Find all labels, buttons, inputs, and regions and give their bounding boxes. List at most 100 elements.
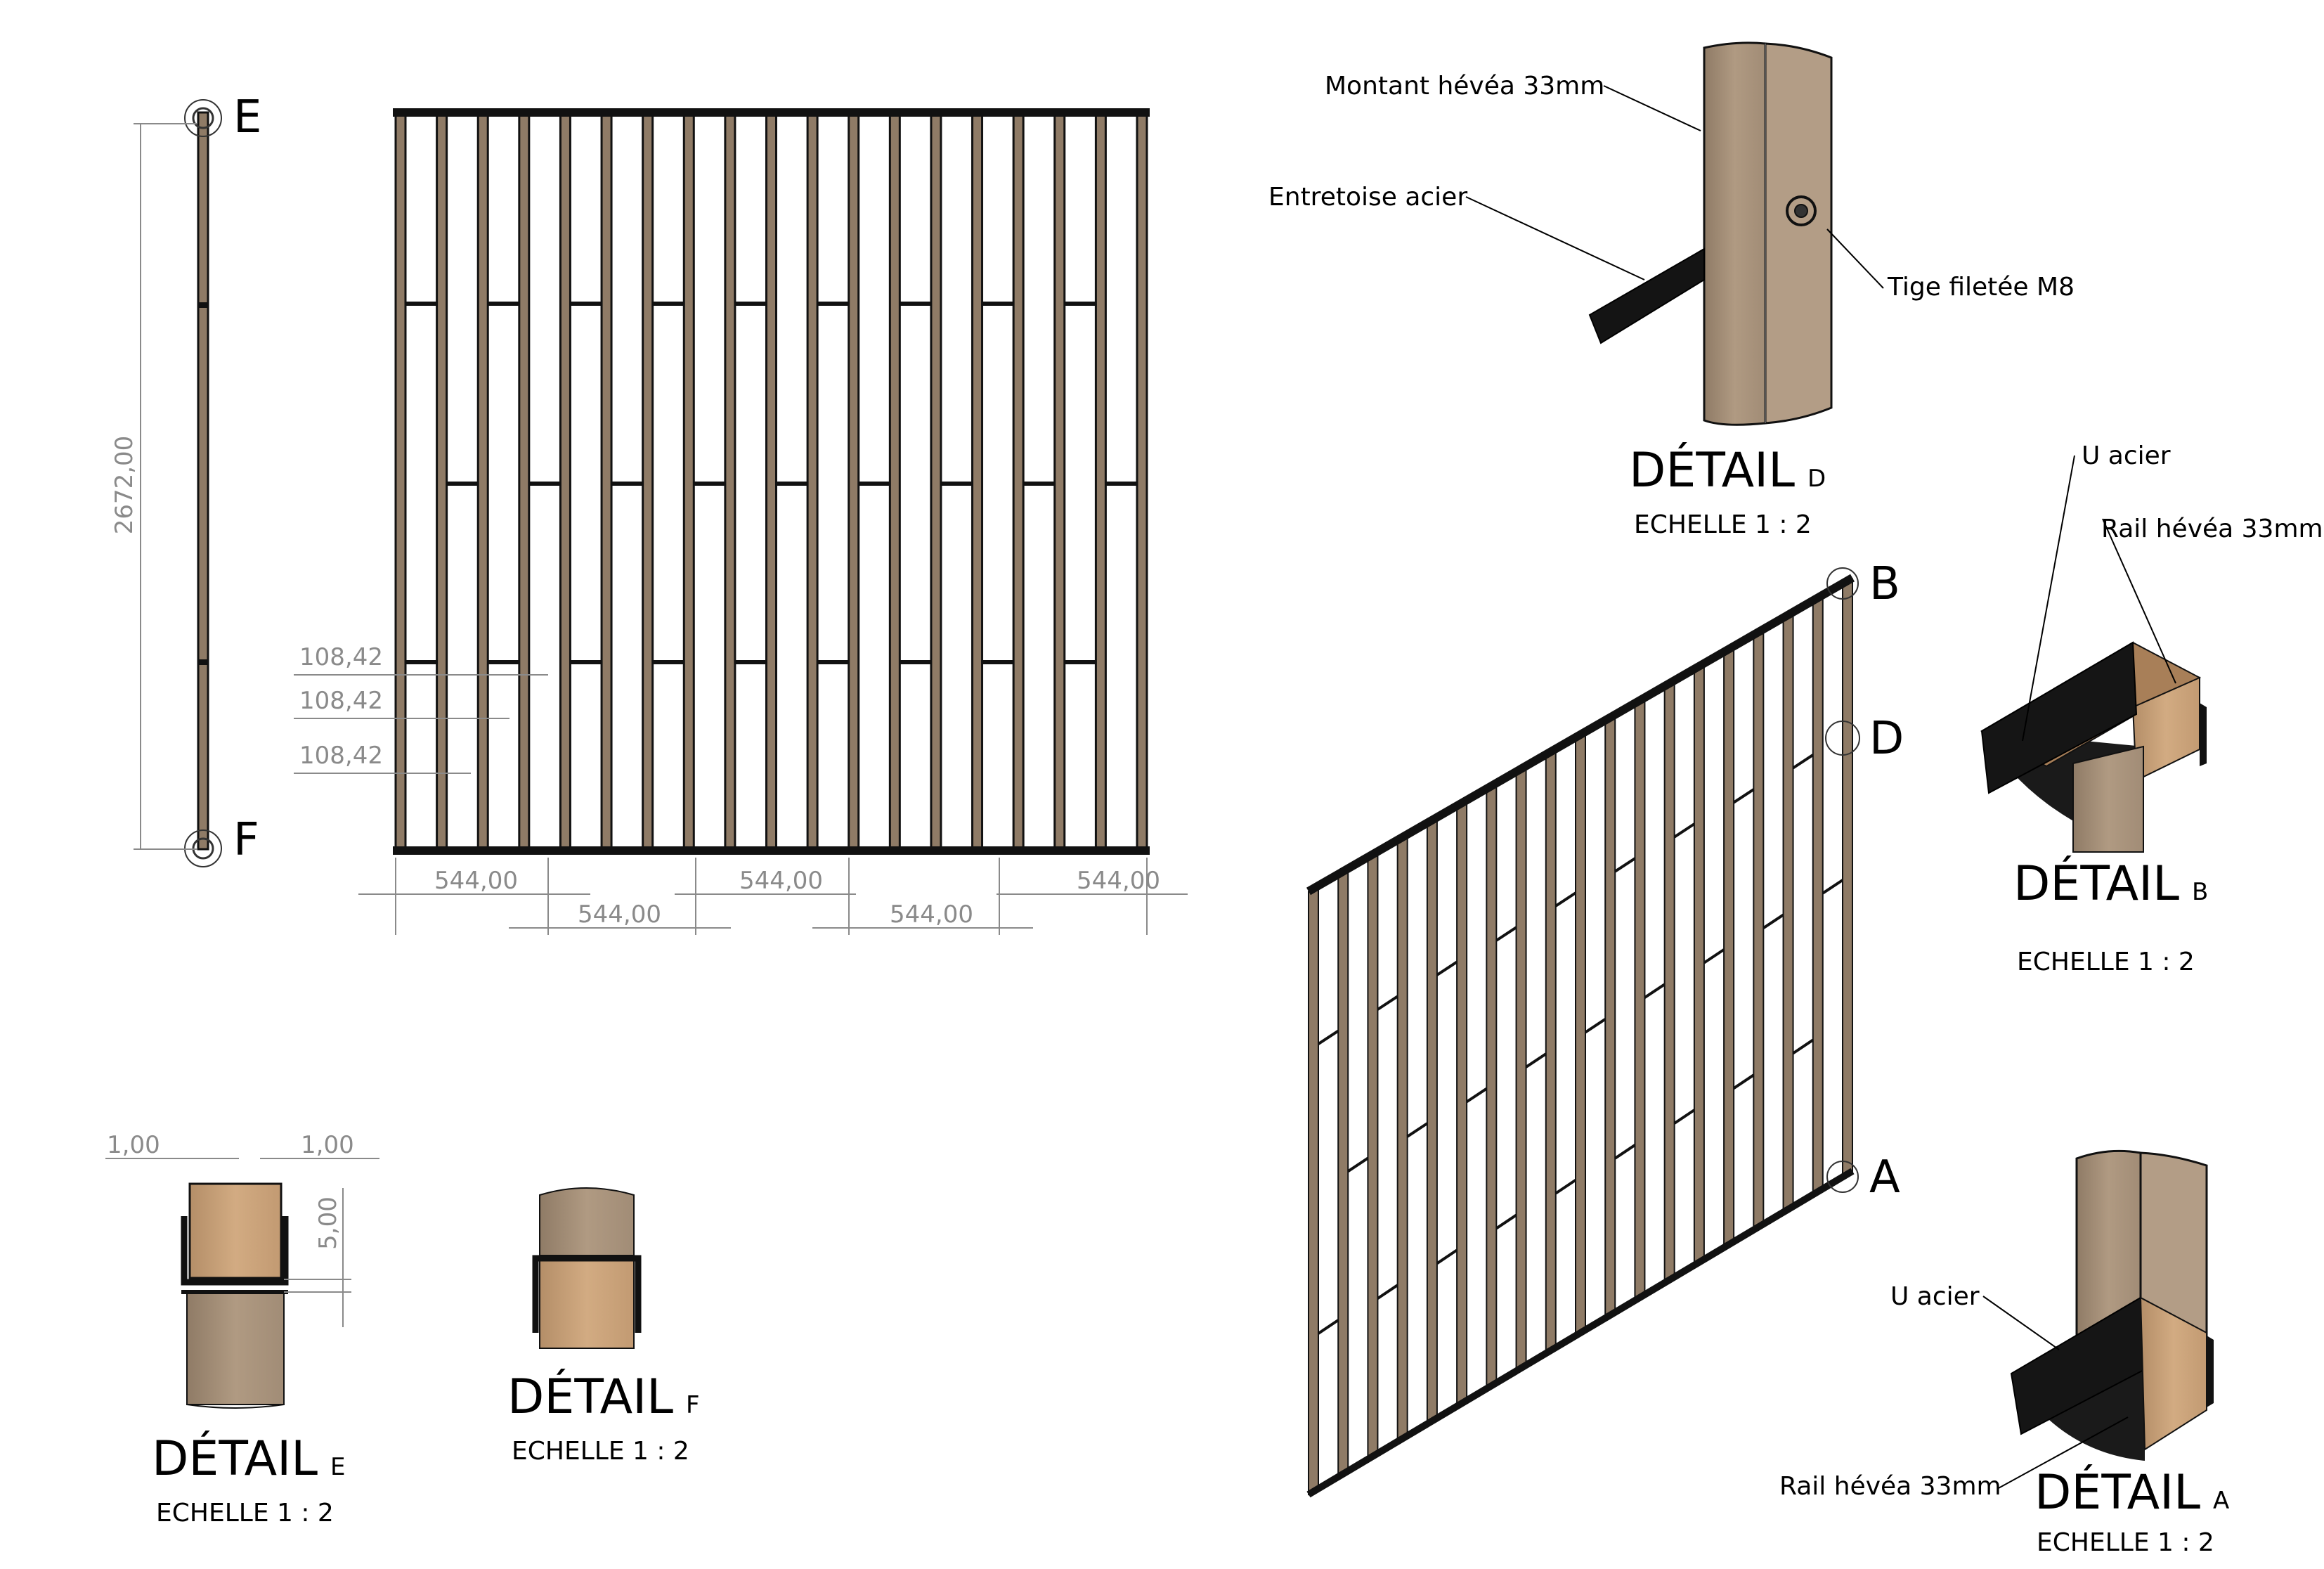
front-post: [642, 111, 654, 852]
detail-e-post-bottom: [186, 1404, 285, 1409]
iso-post: [1545, 749, 1557, 1355]
iso-post: [1693, 664, 1705, 1267]
front-bottom-dim: 544,00: [890, 900, 973, 929]
detail-a-post-right: [2139, 1151, 2208, 1343]
front-post: [1136, 111, 1148, 852]
iso-post: [1634, 697, 1646, 1302]
ref-b-label: B: [1869, 558, 1900, 610]
front-spacer: [1064, 660, 1096, 664]
front-spacer: [817, 302, 849, 306]
iso-post: [1456, 800, 1468, 1407]
detail-d-spacer-label: Entretoise acier: [1268, 183, 1467, 212]
front-spacer: [940, 482, 973, 486]
detail-a-channel-leader: [1982, 1296, 2060, 1350]
iso-spacer: [1584, 1018, 1606, 1034]
front-spacer-dim: 108,42: [299, 643, 383, 671]
detail-d-title-text: DÉTAIL: [1629, 442, 1795, 498]
front-spacer: [1023, 482, 1055, 486]
front-spacer: [734, 302, 767, 306]
iso-spacer: [1614, 1144, 1636, 1160]
front-spacer: [900, 660, 931, 664]
detail-b-rail-leader: [2102, 518, 2176, 684]
detail-e-title-letter: E: [330, 1453, 345, 1481]
front-bottom-dim: 544,00: [1077, 867, 1160, 895]
detail-d-spacer-leader: [1465, 196, 1645, 280]
iso-spacer: [1673, 1109, 1696, 1125]
front-spacer: [405, 302, 437, 306]
front-post: [1053, 111, 1066, 852]
detail-b-channel-side: [2200, 703, 2207, 766]
front-spacer: [405, 660, 437, 664]
front-bottom-dim: 544,00: [739, 867, 823, 895]
iso-spacer: [1733, 788, 1755, 804]
iso-post: [1753, 629, 1765, 1231]
iso-refs: B D A: [1825, 558, 1904, 1203]
iso-spacer: [1822, 879, 1844, 895]
iso-spacer: [1495, 926, 1517, 942]
front-spacer: [1105, 482, 1137, 486]
ref-f-label: F: [233, 814, 259, 866]
front-spacer: [446, 482, 479, 486]
detail-d-rod-label: Tige filetée M8: [1887, 273, 2075, 302]
front-spacer-dim: 108,42: [299, 687, 383, 715]
iso-spacer: [1466, 1087, 1488, 1104]
iso-callout-d: [1825, 721, 1860, 756]
front-bottom-dim: 544,00: [578, 900, 661, 929]
front-post: [559, 111, 571, 852]
iso-spacer: [1377, 1284, 1398, 1300]
front-spacer: [488, 302, 519, 306]
iso-post: [1782, 612, 1794, 1213]
detail-e-rail: [188, 1182, 283, 1279]
iso-post: [1663, 680, 1675, 1284]
front-spacer: [982, 302, 1014, 306]
front-spacer: [488, 660, 519, 664]
side-spacer-mark: [198, 659, 208, 665]
iso-spacer: [1703, 948, 1725, 964]
front-spacer-dim: 108,42: [299, 742, 383, 770]
iso-spacer: [1792, 1038, 1814, 1055]
side-view: E F 2672,00: [110, 91, 261, 867]
detail-d-rod-washer: [1786, 195, 1817, 226]
front-spacer: [858, 482, 890, 486]
iso-spacer: [1554, 891, 1577, 908]
front-spacer: [611, 482, 643, 486]
front-spacer: [570, 660, 602, 664]
front-spacer: [694, 482, 725, 486]
iso-callout-a: [1826, 1161, 1859, 1193]
iso-post: [1396, 834, 1408, 1443]
ref-a-label: A: [1869, 1151, 1900, 1203]
detail-b-title-text: DÉTAIL: [2013, 855, 2179, 912]
front-post: [930, 111, 942, 852]
iso-spacer: [1673, 822, 1695, 839]
detail-f-post: [539, 1187, 635, 1266]
front-top-rail: [393, 108, 1150, 117]
front-spacer: [652, 302, 684, 306]
detail-a-title-letter: A: [2213, 1487, 2229, 1515]
detail-d-post-left: [1703, 41, 1767, 426]
side-post-top-marker: [192, 107, 214, 129]
detail-d-post-leader: [1603, 85, 1701, 131]
front-post: [765, 111, 777, 852]
front-post: [806, 111, 819, 852]
iso-spacer: [1614, 857, 1636, 873]
detail-b-channel: [1980, 641, 2138, 794]
iso-spacer: [1406, 1122, 1428, 1138]
detail-f-scale: ECHELLE 1 : 2: [512, 1437, 689, 1466]
detail-e-channel: [181, 1216, 289, 1286]
front-post: [1012, 111, 1025, 852]
detail-f-channel: [532, 1255, 642, 1333]
iso-spacer: [1436, 960, 1458, 976]
front-post: [394, 111, 407, 852]
detail-b-post: [2072, 745, 2144, 853]
front-spacer: [652, 660, 684, 664]
side-spacer-mark: [198, 302, 208, 308]
iso-post: [1367, 851, 1379, 1461]
iso-top-rail: [1306, 574, 1855, 896]
detail-e-title-text: DÉTAIL: [152, 1431, 318, 1487]
detail-a-rail-leader: [1997, 1416, 2129, 1490]
